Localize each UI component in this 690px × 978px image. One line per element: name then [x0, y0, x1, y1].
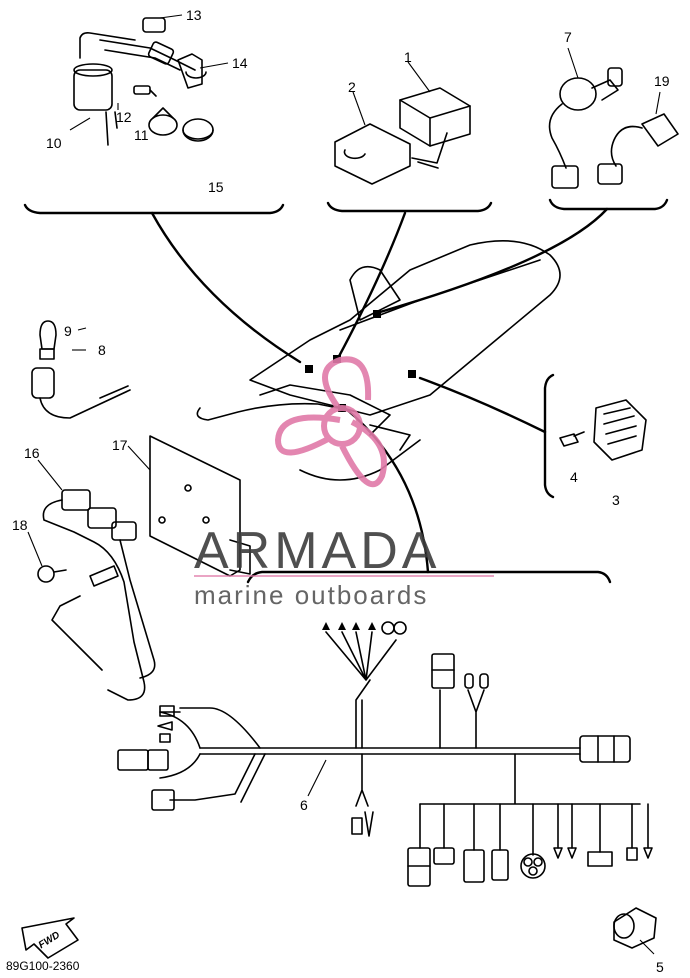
part-label-9: 9	[64, 323, 72, 339]
part-label-7: 7	[564, 29, 572, 45]
propeller-logo-icon	[274, 356, 387, 488]
part-label-10: 10	[46, 135, 62, 151]
part-label-1: 1	[404, 49, 412, 65]
watermark-brand: ARMADA	[194, 522, 440, 580]
bracket-middle	[326, 201, 493, 213]
part-labels: 1 2 3 4 5 6 7 8 9 10 11 12 13 14 15 16 1…	[12, 7, 670, 975]
ignition-coil-group	[69, 14, 229, 146]
bracket-side	[543, 373, 555, 499]
relay-harness-group	[27, 459, 156, 701]
part-label-18: 18	[12, 517, 28, 533]
key-switch-group	[548, 47, 679, 189]
drawing-code: 89G100-2360	[6, 959, 80, 973]
cdi-box-group	[334, 61, 471, 185]
part-label-14: 14	[232, 55, 248, 71]
snowmobile-outline	[196, 240, 561, 481]
watermark-tagline: marine outboards	[194, 580, 428, 610]
bracket-bottom	[246, 570, 612, 584]
part-label-15: 15	[208, 179, 224, 195]
forward-direction-arrow: FWD	[21, 917, 79, 959]
part-label-6: 6	[300, 797, 308, 813]
part-label-8: 8	[98, 342, 106, 358]
part-label-19: 19	[654, 73, 670, 89]
regulator-group	[559, 399, 647, 461]
leader-left	[150, 211, 302, 364]
part-label-4: 4	[570, 469, 578, 485]
bracket-right	[548, 198, 669, 211]
part-label-11: 11	[134, 127, 149, 143]
part-label-3: 3	[612, 492, 620, 508]
leader-middle	[335, 211, 407, 362]
main-harness	[117, 621, 653, 887]
part-label-12: 12	[116, 109, 132, 125]
bulb-socket-group	[31, 320, 131, 419]
leader-right	[378, 207, 609, 314]
part-label-2: 2	[348, 79, 356, 95]
part-label-17: 17	[112, 437, 128, 453]
mounting-plate	[127, 435, 251, 577]
part-label-16: 16	[24, 445, 40, 461]
part-label-5: 5	[656, 959, 664, 975]
leader-side	[418, 376, 547, 434]
armada-watermark: ARMADA marine outboards	[194, 356, 494, 610]
bracket-left	[23, 203, 285, 215]
part-5-connector	[613, 907, 657, 955]
part-label-13: 13	[186, 7, 202, 23]
fwd-label: FWD	[37, 930, 62, 951]
